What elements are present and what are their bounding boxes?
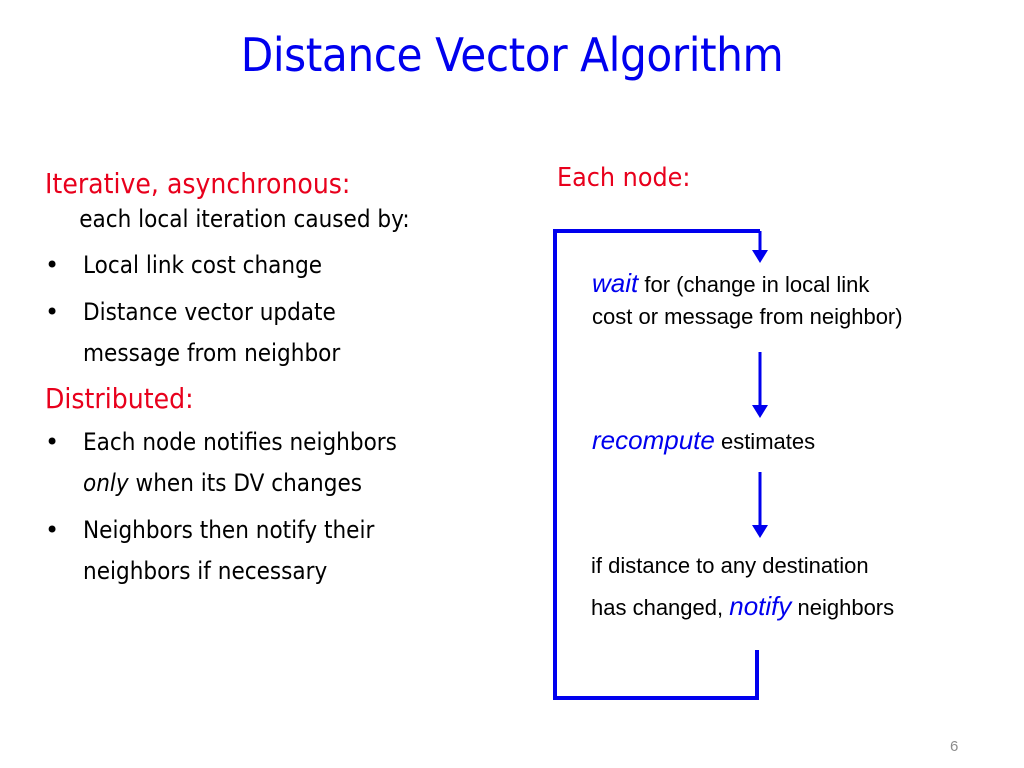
step-recompute: recompute estimates [592, 424, 815, 458]
each-node-heading: Each node: [557, 163, 691, 193]
bullet-text: Each node notifies neighbors [83, 428, 397, 456]
bullet-dot-icon: • [45, 298, 60, 326]
step-wait: wait for (change in local link cost or m… [592, 267, 903, 333]
bullet-text: neighbors if necessary [83, 557, 328, 585]
bullet-text-line2: only when its DV changes [83, 463, 397, 504]
emphasis-only: only [83, 469, 129, 497]
bullet-neighbors-notify: • Neighbors then notify their neighbors … [45, 510, 525, 592]
keyword-recompute: recompute [592, 425, 715, 455]
section-heading-iterative: Iterative, asynchronous: [45, 167, 351, 200]
down-arrow-icon [752, 231, 768, 263]
bullet-text-rest: when its DV changes [128, 469, 362, 497]
section-heading-distributed: Distributed: [45, 382, 194, 415]
step-text: neighbors [791, 595, 895, 620]
loop-line [553, 229, 760, 700]
bullet-text: message from neighbor [83, 339, 341, 367]
page-number: 6 [950, 738, 959, 755]
bullet-notify-neighbors: • Each node notifies neighbors only when… [45, 422, 525, 504]
bullet-dv-update: • Distance vector update message from ne… [45, 292, 525, 374]
step-text: cost or message from neighbor) [592, 304, 903, 329]
step-text: if distance to any destination [591, 553, 869, 578]
down-arrow-icon [752, 352, 768, 418]
step-text: has changed, [591, 595, 730, 620]
bullet-text: Local link cost change [83, 251, 323, 279]
keyword-notify: notify [729, 591, 792, 621]
bullet-text: Distance vector update [83, 298, 336, 326]
step-notify: if distance to any destination has chang… [591, 546, 894, 628]
bullet-dot-icon: • [45, 428, 60, 456]
bullet-local-link-cost: • Local link cost change [45, 245, 525, 286]
slide-title: Distance Vector Algorithm [240, 28, 784, 82]
step-text: estimates [714, 429, 816, 454]
down-arrow-icon [752, 472, 768, 538]
bullet-text: Neighbors then notify their [83, 516, 375, 544]
bullet-dot-icon: • [45, 251, 60, 279]
keyword-wait: wait [592, 268, 639, 298]
left-column: Iterative, asynchronous: each local iter… [45, 165, 525, 598]
bullet-dot-icon: • [45, 516, 60, 544]
step-text: for (change in local link [638, 272, 870, 297]
section-subtext: each local iteration caused by: [79, 205, 410, 233]
